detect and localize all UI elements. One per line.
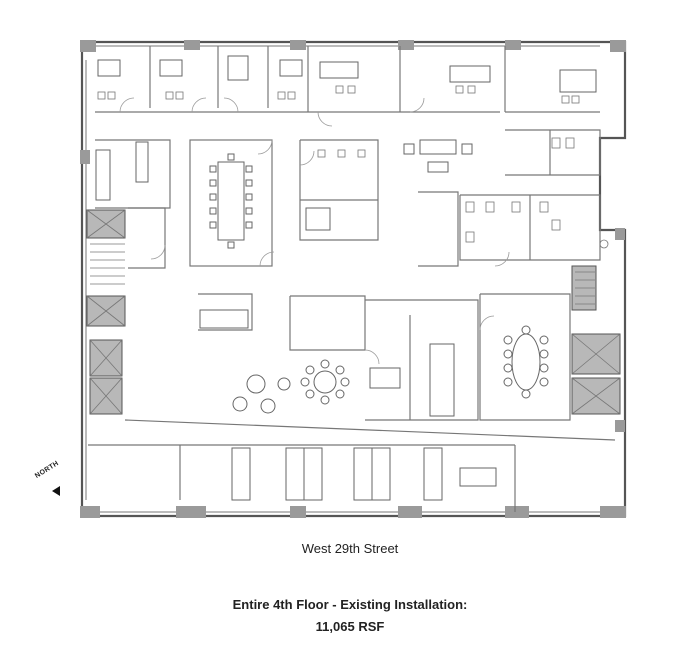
- elevator-core-west: [86, 209, 126, 415]
- elevator-x-marks: [86, 209, 621, 415]
- caption-area: 11,065 RSF: [315, 619, 385, 634]
- oval-table: [503, 325, 549, 399]
- office-desks: [97, 55, 597, 487]
- floor-plan: [80, 40, 627, 518]
- stairs: [90, 243, 595, 305]
- chairs: [97, 85, 580, 158]
- interior-walls: [88, 46, 616, 512]
- restroom-fixtures: [465, 137, 609, 249]
- street-label: West 29th Street: [301, 541, 399, 556]
- window-ticks: [85, 45, 610, 513]
- lounge-seating: [232, 139, 473, 414]
- door-swings: [119, 97, 510, 365]
- caption-title: Entire 4th Floor - Existing Installation…: [232, 597, 468, 612]
- north-arrow-icon: [52, 486, 60, 496]
- workstations: [95, 141, 455, 501]
- conference-table: [209, 153, 253, 249]
- columns: [80, 40, 626, 518]
